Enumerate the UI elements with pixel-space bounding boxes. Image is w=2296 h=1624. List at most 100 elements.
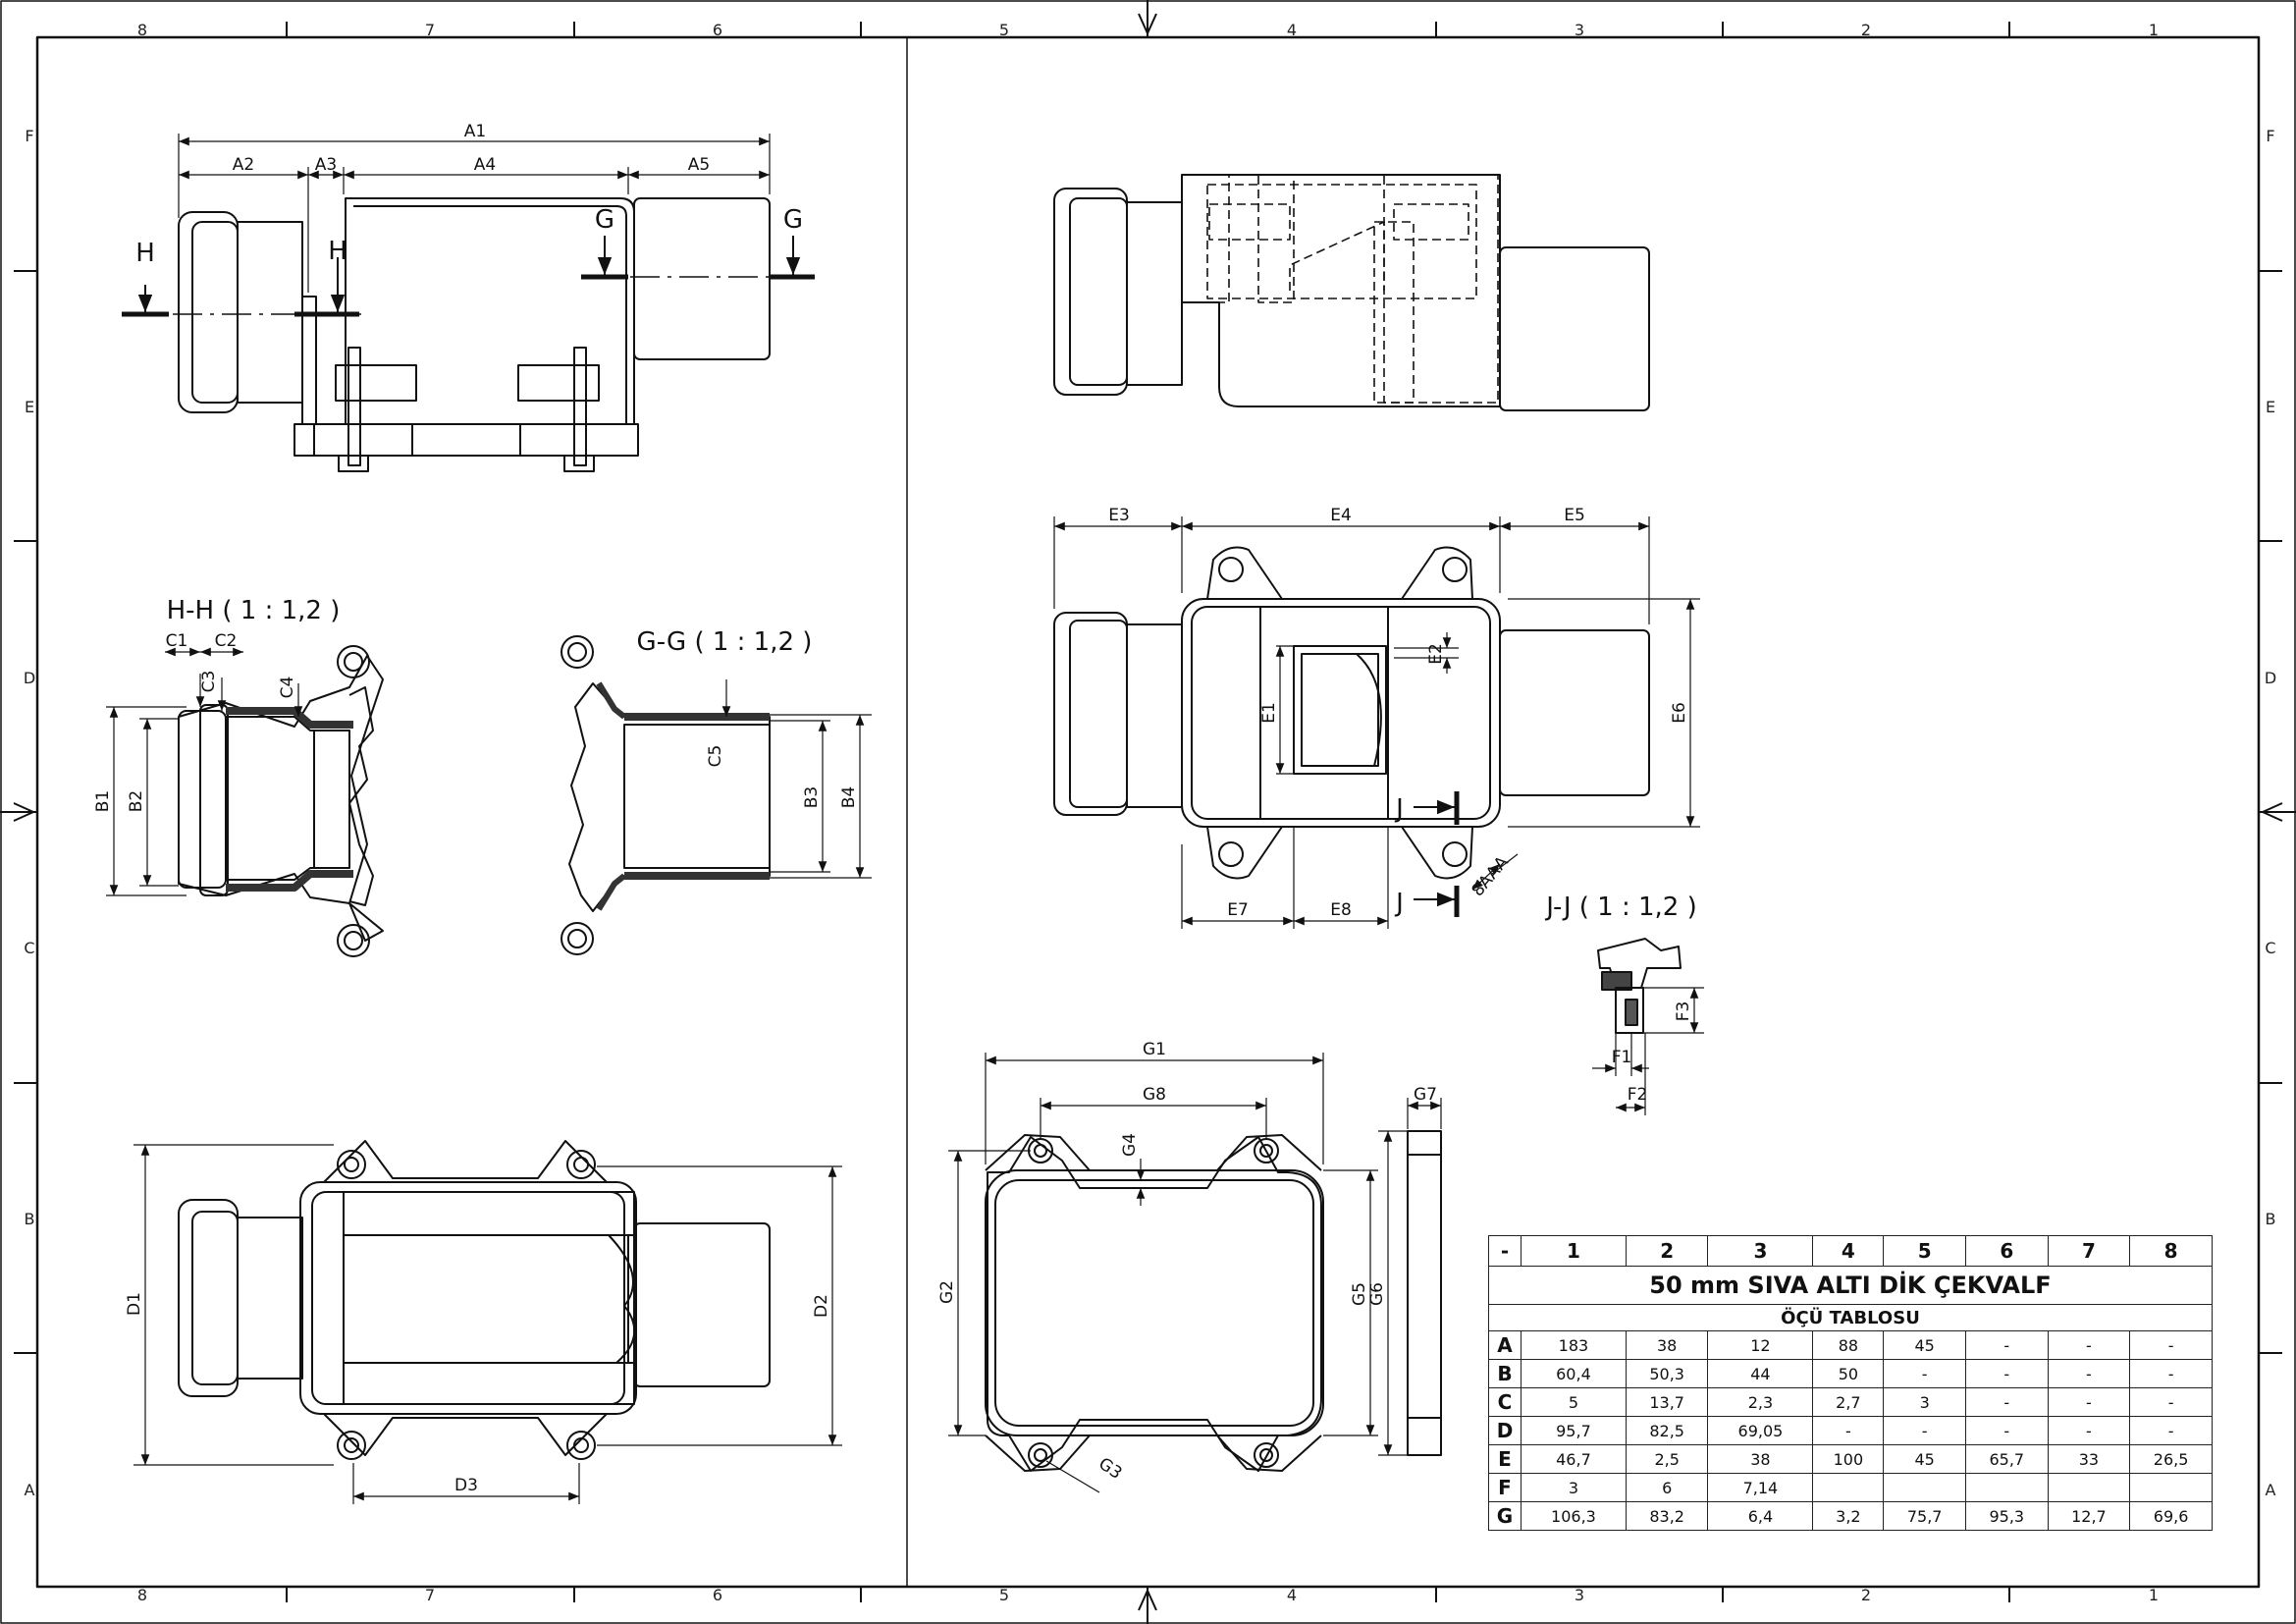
row-label: D xyxy=(24,669,35,687)
dim-label-e2: E2 xyxy=(1426,643,1446,665)
section-jj-view xyxy=(1597,938,1682,1034)
col-label: 1 xyxy=(2149,21,2159,39)
table-row-key: D xyxy=(1488,1416,1522,1445)
section-hh-dimensions xyxy=(106,647,303,896)
dim-label-c1: C1 xyxy=(166,631,188,651)
dim-label-a4: A4 xyxy=(474,155,496,175)
bolt-hole-icon xyxy=(1218,841,1244,867)
cut-label-g: G xyxy=(595,205,614,235)
dim-label-g6: G6 xyxy=(1367,1282,1387,1306)
side-view xyxy=(1053,174,1650,411)
plan-view-dimensions xyxy=(1053,516,1700,929)
bolt-hole-icon xyxy=(1442,841,1468,867)
table-row-key: G xyxy=(1488,1501,1522,1531)
table-cell: 12 xyxy=(1707,1330,1814,1360)
table-header-cell: 1 xyxy=(1521,1235,1627,1267)
col-label: 5 xyxy=(999,1586,1009,1604)
dim-label-e7: E7 xyxy=(1227,900,1249,920)
bolt-hole-icon xyxy=(1218,557,1244,582)
section-gg-view xyxy=(561,635,771,955)
dim-label-b2: B2 xyxy=(127,790,146,812)
gasket-labels: G1 G8 G2 G4 G5 G6 G7 G3 xyxy=(937,1040,1437,1484)
section-jj-labels: J-J ( 1 : 1,2 ) F3 F1 F2 xyxy=(1544,893,1697,1105)
table-cell: 3,2 xyxy=(1812,1501,1885,1531)
dim-label-f2: F2 xyxy=(1628,1085,1648,1105)
bolt-icon xyxy=(337,645,370,678)
table-cell: 3 xyxy=(1521,1473,1627,1502)
table-cell: 183 xyxy=(1521,1330,1627,1360)
dim-label-f3: F3 xyxy=(1674,1001,1693,1022)
col-label: 2 xyxy=(1861,1586,1871,1604)
table-cell: 33 xyxy=(2047,1444,2131,1474)
table-title: 50 mm SIVA ALTI DİK ÇEKVALF xyxy=(1488,1266,2213,1305)
table-cell: - xyxy=(1964,1330,2049,1360)
dim-label-g5: G5 xyxy=(1350,1282,1369,1306)
table-cell: 88 xyxy=(1812,1330,1885,1360)
row-label: B xyxy=(25,1210,35,1228)
table-cell: 2,5 xyxy=(1625,1444,1709,1474)
col-label: 3 xyxy=(1575,1586,1584,1604)
table-cell: - xyxy=(2047,1359,2131,1388)
front-view-dimension-labels: A1 A2 A3 A4 A5 xyxy=(233,122,710,175)
col-label: 7 xyxy=(425,1586,435,1604)
dim-label-g2: G2 xyxy=(937,1280,957,1304)
table-cell xyxy=(1883,1473,1966,1502)
front-view xyxy=(122,197,815,472)
table-header-cell: 2 xyxy=(1625,1235,1709,1267)
table-cell: 75,7 xyxy=(1883,1501,1966,1531)
dim-label-a1: A1 xyxy=(464,122,486,141)
table-header-cell: 3 xyxy=(1707,1235,1814,1267)
section-jj-dimensions xyxy=(1592,987,1704,1115)
front-view-dimensions xyxy=(178,134,771,293)
row-label: E xyxy=(25,398,34,416)
section-hh-view xyxy=(178,645,384,957)
table-cell: - xyxy=(1964,1359,2049,1388)
table-cell: - xyxy=(2047,1330,2131,1360)
table-cell: 7,14 xyxy=(1707,1473,1814,1502)
table-header-cell: 4 xyxy=(1812,1235,1885,1267)
table-header-cell: 7 xyxy=(2047,1235,2131,1267)
table-cell: - xyxy=(2129,1359,2213,1388)
grid-column-labels: 8 7 6 5 4 3 2 1 8 7 6 5 4 3 2 1 xyxy=(137,21,2159,1604)
table-cell: 100 xyxy=(1812,1444,1885,1474)
table-header-cell: 5 xyxy=(1883,1235,1966,1267)
table-cell: 82,5 xyxy=(1625,1416,1709,1445)
table-cell xyxy=(2129,1473,2213,1502)
section-hh-labels: H-H ( 1 : 1,2 ) C1 C2 C3 C4 B1 B2 xyxy=(93,596,340,812)
table-cell: - xyxy=(1964,1387,2049,1417)
dim-label-e8: E8 xyxy=(1330,900,1352,920)
row-label: E xyxy=(2266,398,2275,416)
table-cell: 3 xyxy=(1883,1387,1966,1417)
col-label: 8 xyxy=(137,21,147,39)
dim-label-g4: G4 xyxy=(1120,1133,1140,1157)
bolt-icon xyxy=(561,635,594,669)
dim-label-a2: A2 xyxy=(233,155,254,175)
table-cell: 6 xyxy=(1625,1473,1709,1502)
row-label: B xyxy=(2266,1210,2276,1228)
table-cell: - xyxy=(1883,1359,1966,1388)
row-label: C xyxy=(2265,939,2275,957)
dim-label-a5: A5 xyxy=(688,155,710,175)
table-cell: - xyxy=(2047,1416,2131,1445)
table-cell: 60,4 xyxy=(1521,1359,1627,1388)
table-cell: 13,7 xyxy=(1625,1387,1709,1417)
view-title-jj: J-J ( 1 : 1,2 ) xyxy=(1544,893,1697,922)
col-label: 7 xyxy=(425,21,435,39)
col-label: 6 xyxy=(713,1586,722,1604)
top-view xyxy=(178,1140,771,1460)
dim-label-b3: B3 xyxy=(802,786,822,808)
table-cell: - xyxy=(1883,1416,1966,1445)
col-label: 4 xyxy=(1287,1586,1297,1604)
dim-label-a3: A3 xyxy=(315,155,337,175)
section-gg-dimensions xyxy=(721,679,872,879)
row-label: F xyxy=(25,127,33,145)
dim-label-d1: D1 xyxy=(125,1292,144,1316)
table-row-key: E xyxy=(1488,1444,1522,1474)
col-label: 4 xyxy=(1287,21,1297,39)
table-cell xyxy=(1964,1473,2049,1502)
table-header-row: - 1 2 3 4 5 6 7 8 xyxy=(1488,1235,2213,1267)
